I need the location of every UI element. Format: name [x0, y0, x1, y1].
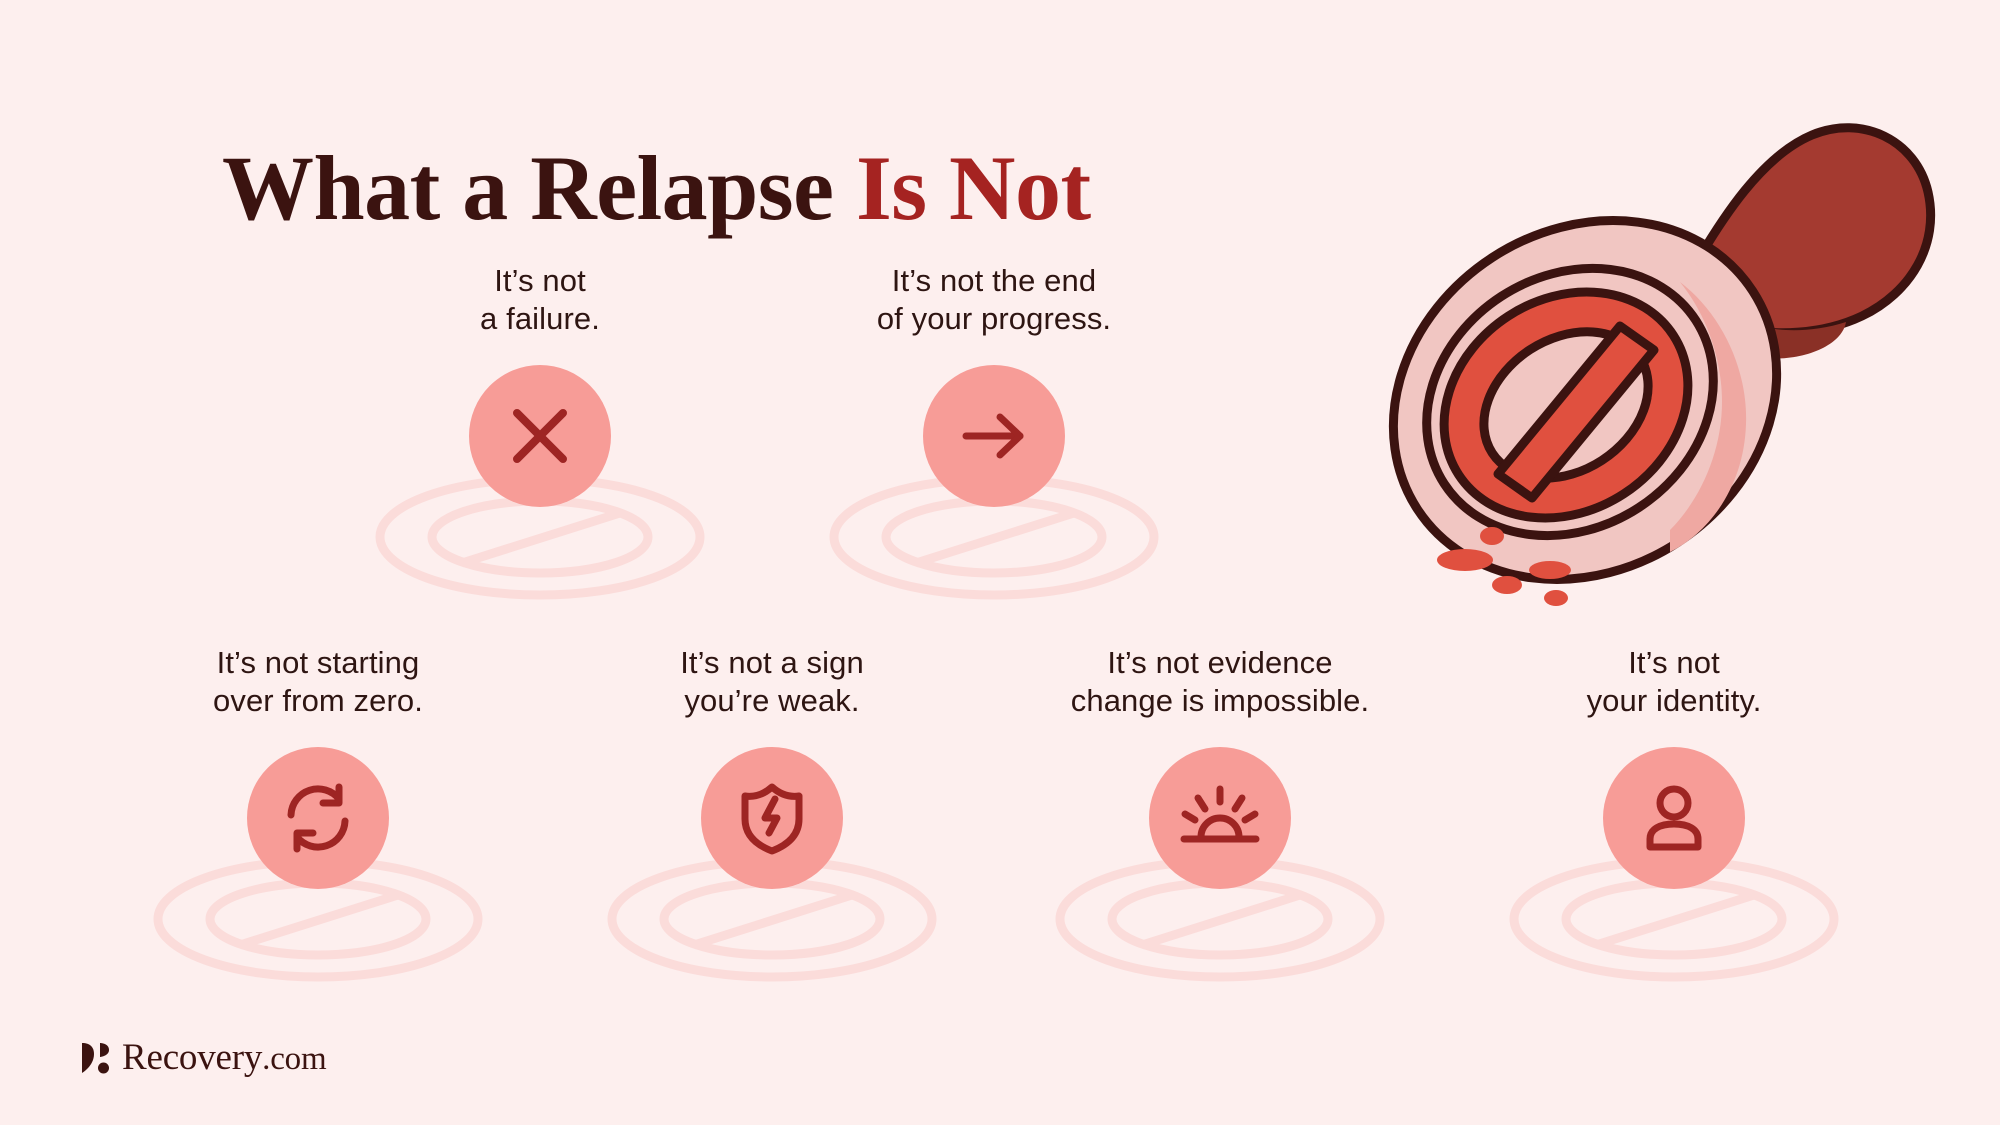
card-not-a-sign-of-weakness: It’s not a sign you’re weak.	[602, 644, 942, 982]
logo-wordmark: Recovery.com	[122, 1036, 327, 1079]
logo-brand: Recovery	[122, 1037, 263, 1078]
page-title-accent: Is Not	[855, 136, 1091, 239]
card-icon-area	[148, 746, 488, 982]
person-icon	[1603, 746, 1745, 889]
card-icon-area	[1504, 746, 1844, 982]
logo-tld: .com	[262, 1041, 327, 1077]
page-title-main: What a Relapse	[222, 136, 856, 239]
sunrise-icon	[1149, 746, 1291, 889]
card-not-the-end-of-progress: It’s not the end of your progress.	[824, 262, 1164, 600]
stamp-face-slash	[1493, 321, 1659, 503]
stamp-ink-drops	[1437, 527, 1571, 606]
recovery-leaf-icon	[82, 1042, 109, 1073]
arrow-right-icon	[923, 364, 1065, 507]
card-icon-area	[1050, 746, 1390, 982]
card-label: It’s not starting over from zero.	[213, 645, 423, 719]
card-not-your-identity: It’s not your identity.	[1504, 644, 1844, 982]
card-icon-area	[602, 746, 942, 982]
card-label: It’s not a failure.	[480, 263, 600, 337]
shield-bolt-icon	[701, 746, 843, 889]
card-label: It’s not your identity.	[1586, 645, 1762, 719]
card-label: It’s not the end of your progress.	[876, 263, 1112, 337]
card-not-evidence-change-impossible: It’s not evidence change is impossible.	[1050, 644, 1390, 982]
page-title: What a Relapse Is Not	[222, 136, 1091, 239]
card-icon-area	[824, 364, 1164, 600]
card-label: It’s not a sign you’re weak.	[680, 645, 864, 719]
refresh-cycle-icon	[247, 746, 389, 889]
card-icon-area	[370, 364, 710, 600]
close-x-icon	[469, 364, 611, 507]
rubber-stamp-illustration	[1370, 100, 1960, 640]
card-not-starting-over: It’s not starting over from zero.	[148, 644, 488, 982]
card-not-a-failure: It’s not a failure.	[370, 262, 710, 600]
recovery-logo[interactable]: Recovery.com	[80, 1036, 327, 1079]
stamp-body-shade	[1670, 282, 1747, 552]
card-label: It’s not evidence change is impossible.	[1070, 645, 1370, 719]
